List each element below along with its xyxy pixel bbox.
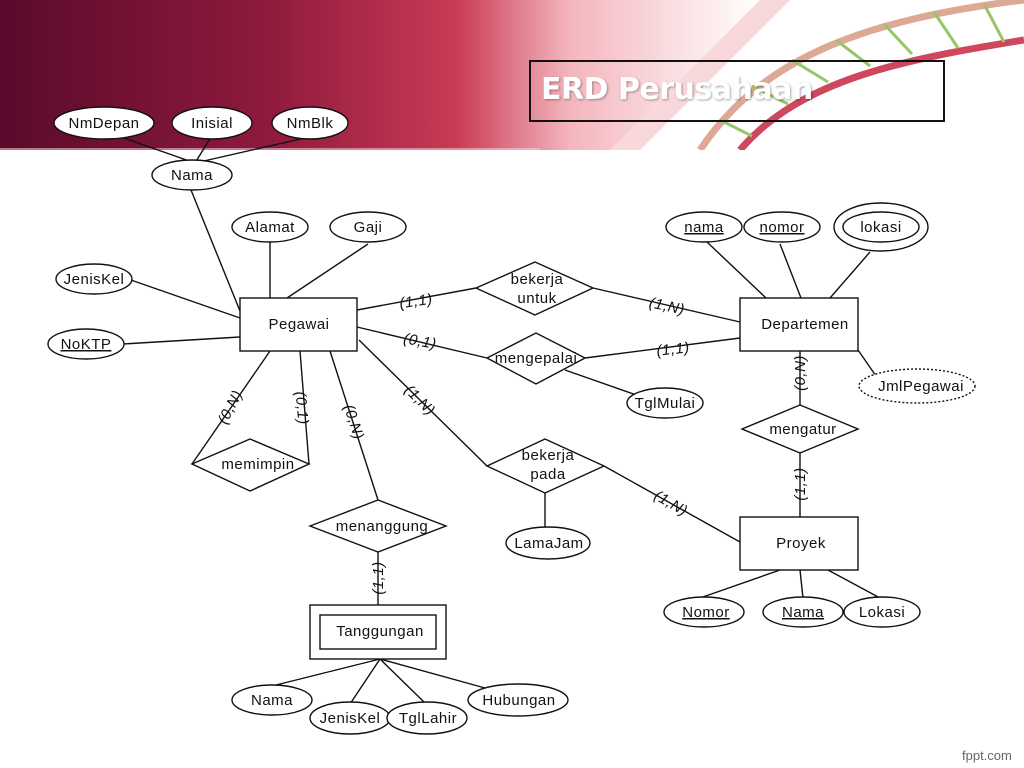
- svg-text:NmBlk: NmBlk: [287, 115, 334, 132]
- cardinality-memimpin-left: (0,N): [215, 387, 247, 427]
- svg-text:Alamat: Alamat: [245, 219, 295, 236]
- attribute-nama-pegawai: Nama: [151, 159, 233, 191]
- svg-text:nomor: nomor: [759, 219, 804, 236]
- svg-text:Nomor: Nomor: [682, 604, 730, 621]
- attribute-nmblk: NmBlk: [271, 106, 349, 140]
- attribute-lamajam: LamaJam: [505, 526, 591, 560]
- attribute-tgllahir: TglLahir: [386, 701, 468, 735]
- svg-text:Tanggungan: Tanggungan: [336, 623, 424, 640]
- attribute-dept-lokasi: lokasi: [833, 202, 929, 252]
- cardinality-proyek-mengatur: (1,1): [792, 467, 809, 500]
- attribute-hubungan: Hubungan: [467, 683, 569, 717]
- attribute-alamat: Alamat: [231, 211, 309, 243]
- attribute-proyek-nomor: Nomor: [663, 596, 745, 628]
- attribute-proyek-nama: Nama: [762, 596, 844, 628]
- cardinality-pegawai-menanggung: (0,N): [340, 402, 367, 441]
- attribute-proyek-lokasi: Lokasi: [843, 596, 921, 628]
- attribute-inisial: Inisial: [171, 106, 253, 140]
- svg-text:JmlPegawai: JmlPegawai: [878, 378, 964, 395]
- connector-lines: [117, 135, 881, 705]
- attribute-nmdepan: NmDepan: [53, 106, 155, 140]
- dna-helix-icon: [697, 0, 1024, 150]
- svg-text:TglLahir: TglLahir: [399, 710, 457, 727]
- svg-text:untuk: untuk: [517, 290, 556, 307]
- cardinality-memimpin-right: (0,1): [292, 391, 312, 426]
- svg-text:mengatur: mengatur: [769, 421, 836, 438]
- svg-text:Proyek: Proyek: [776, 535, 826, 552]
- svg-text:Lokasi: Lokasi: [859, 604, 905, 621]
- relationship-menanggung[interactable]: menanggung: [308, 499, 448, 553]
- svg-text:Nama: Nama: [251, 692, 293, 709]
- entity-departemen[interactable]: Departemen: [739, 297, 859, 352]
- cardinality-departemen-mengatur: (0,N): [792, 355, 809, 391]
- svg-text:lokasi: lokasi: [860, 219, 901, 236]
- svg-text:bekerja: bekerja: [522, 447, 575, 464]
- svg-text:Gaji: Gaji: [354, 219, 383, 236]
- svg-text:pada: pada: [530, 466, 566, 483]
- svg-text:Nama: Nama: [171, 167, 213, 184]
- svg-text:memimpin: memimpin: [221, 456, 294, 473]
- attribute-tanggungan-jeniskel: JenisKel: [309, 701, 391, 735]
- brand-watermark: fppt.com: [962, 748, 1012, 763]
- title-box: ERD Perusahaan: [529, 60, 945, 122]
- relationship-mengatur[interactable]: mengatur: [740, 404, 860, 454]
- cardinality-pegawai-mengepalai: (0,1): [402, 330, 438, 353]
- svg-text:Departemen: Departemen: [761, 316, 849, 333]
- attribute-jmlpegawai: JmlPegawai: [858, 368, 976, 404]
- attribute-tglmulai: TglMulai: [626, 387, 704, 419]
- svg-text:JenisKel: JenisKel: [64, 271, 125, 288]
- attribute-jeniskel-pegawai: JenisKel: [55, 263, 133, 295]
- attribute-gaji: Gaji: [329, 211, 407, 243]
- cardinality-departemen-bekerja-untuk: (1,N): [648, 294, 687, 318]
- svg-text:NmDepan: NmDepan: [68, 115, 139, 132]
- svg-text:TglMulai: TglMulai: [635, 395, 696, 412]
- cardinality-departemen-mengepalai: (1,1): [656, 339, 691, 359]
- relationship-mengepalai[interactable]: mengepalai: [485, 332, 587, 385]
- attribute-noktp: NoKTP: [47, 328, 125, 360]
- attribute-dept-nama: nama: [665, 211, 743, 243]
- entity-tanggungan[interactable]: Tanggungan: [309, 604, 447, 660]
- relationship-bekerja-untuk[interactable]: bekerja untuk: [474, 261, 595, 316]
- svg-text:nama: nama: [684, 219, 724, 236]
- svg-text:Inisial: Inisial: [191, 115, 233, 132]
- slide-title: ERD Perusahaan: [541, 72, 813, 107]
- cardinality-tanggungan-menanggung: (1,1): [370, 561, 387, 594]
- relationship-memimpin[interactable]: memimpin: [190, 438, 311, 492]
- entity-pegawai[interactable]: Pegawai: [239, 297, 358, 352]
- svg-text:Pegawai: Pegawai: [268, 316, 329, 333]
- attribute-dept-nomor: nomor: [743, 211, 821, 243]
- svg-text:menanggung: menanggung: [336, 518, 429, 535]
- svg-text:Hubungan: Hubungan: [482, 692, 555, 709]
- attribute-tanggungan-nama: Nama: [231, 684, 313, 716]
- svg-text:mengepalai: mengepalai: [495, 350, 578, 367]
- svg-text:NoKTP: NoKTP: [61, 336, 112, 353]
- svg-text:Nama: Nama: [782, 604, 824, 621]
- svg-text:bekerja: bekerja: [511, 271, 564, 288]
- entity-proyek[interactable]: Proyek: [739, 516, 859, 571]
- cardinality-proyek-bekerja-pada: (1,N): [651, 487, 691, 520]
- relationship-bekerja-pada[interactable]: bekerja pada: [485, 438, 606, 494]
- cardinality-pegawai-bekerja-untuk: (1,1): [398, 291, 433, 312]
- svg-text:JenisKel: JenisKel: [320, 710, 381, 727]
- svg-text:LamaJam: LamaJam: [514, 535, 583, 552]
